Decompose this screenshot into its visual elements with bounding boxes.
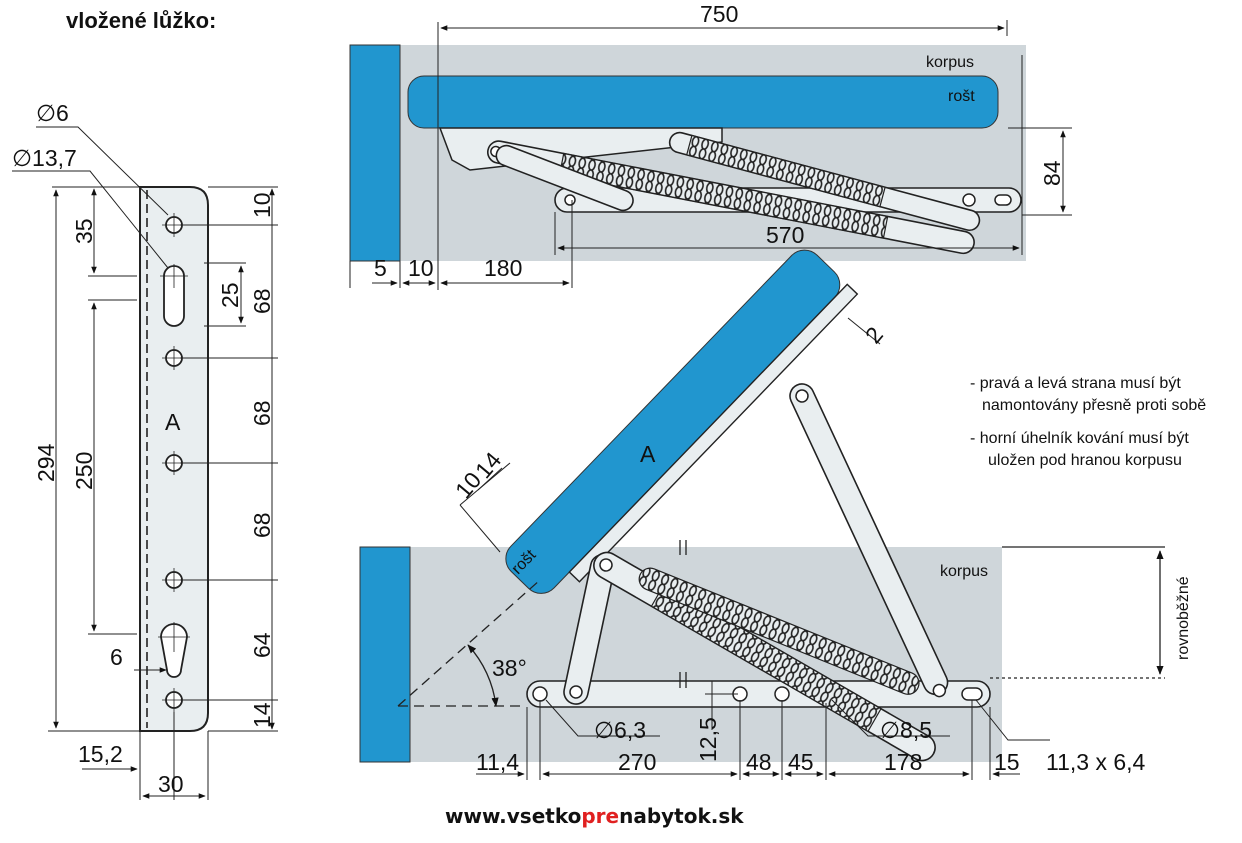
note-line-4: uložen pod hranou korpusu	[988, 452, 1182, 469]
dim-68-c: 68	[249, 512, 275, 538]
dim-2: 2	[860, 322, 888, 349]
spring-arm-folded	[486, 140, 975, 255]
rost-slat	[407, 75, 999, 129]
website-part-2: pre	[581, 804, 619, 828]
dim-250: 250	[71, 452, 97, 490]
dim-15-2: 15,2	[78, 741, 123, 767]
dim-10: 10	[249, 192, 275, 218]
spring-arm	[593, 551, 936, 762]
dim-180: 180	[484, 255, 522, 281]
website-link[interactable]: www.vsetkoprenabytok.sk	[445, 804, 744, 828]
construction-lines	[397, 540, 1165, 707]
dim-d6: ∅6	[36, 100, 69, 126]
base-bar	[526, 680, 991, 708]
open-view: korpus rošt A	[359, 249, 1192, 780]
dim-294: 294	[33, 443, 59, 482]
bracket-label-a: A	[165, 409, 181, 435]
dim-5: 5	[374, 255, 387, 281]
note-line-3: - horní úhelník kování musí být	[970, 430, 1189, 447]
dim-30: 30	[158, 771, 184, 797]
note-line-2: namontovány přesně proti sobě	[982, 397, 1206, 414]
dim-270: 270	[618, 749, 656, 775]
rost-slat-open	[505, 249, 859, 594]
dim-d8-5: ∅8,5	[880, 717, 932, 743]
dim-15: 15	[994, 749, 1020, 775]
dim-48: 48	[746, 749, 772, 775]
page-title: vložené lůžko:	[66, 8, 216, 33]
dim-45: 45	[788, 749, 814, 775]
dim-6: 6	[110, 644, 123, 670]
dim-14: 14	[249, 702, 275, 728]
dim-d6-3: ∅6,3	[594, 717, 646, 743]
korpus-label: korpus	[926, 54, 974, 71]
dim-64: 64	[249, 632, 275, 658]
dim-84: 84	[1039, 160, 1065, 186]
korpus-label-open: korpus	[940, 563, 988, 580]
korpus-side-panel-open	[359, 546, 411, 763]
open-label-a: A	[640, 441, 656, 467]
korpus-side-panel	[349, 44, 401, 262]
spring-arm-2	[638, 567, 920, 695]
dim-10: 10	[408, 255, 434, 281]
parallel-label: rovnoběžné	[1175, 576, 1192, 660]
website-part-1: www.vsetko	[445, 804, 581, 828]
dim-570: 570	[766, 222, 804, 248]
closed-view: korpus rošt	[349, 1, 1072, 290]
spring-arm-folded-2	[495, 144, 634, 212]
keyhole-slot	[163, 265, 185, 327]
spring-arm-folded-3	[668, 131, 981, 232]
dim-750: 750	[700, 1, 738, 27]
notes: - pravá a levá strana musí být namontová…	[970, 375, 1206, 469]
note-line-1: - pravá a levá strana musí být	[970, 375, 1181, 392]
dim-12-5: 12,5	[695, 717, 721, 762]
angle-38: 38°	[492, 655, 527, 681]
dim-25: 25	[217, 282, 243, 308]
rost-label: rošt	[948, 88, 975, 105]
dim-35: 35	[71, 218, 97, 244]
website-part-3: nabytok.sk	[619, 804, 744, 828]
arm-long	[789, 383, 949, 698]
dim-11-4: 11,4	[476, 749, 519, 775]
dim-slot: 11,3 x 6,4	[1046, 749, 1146, 775]
dim-68-a: 68	[249, 288, 275, 314]
bracket-view: A	[12, 100, 278, 800]
dim-d13-7: ∅13,7	[12, 145, 77, 171]
dim-178: 178	[884, 749, 922, 775]
dim-68-b: 68	[249, 400, 275, 426]
